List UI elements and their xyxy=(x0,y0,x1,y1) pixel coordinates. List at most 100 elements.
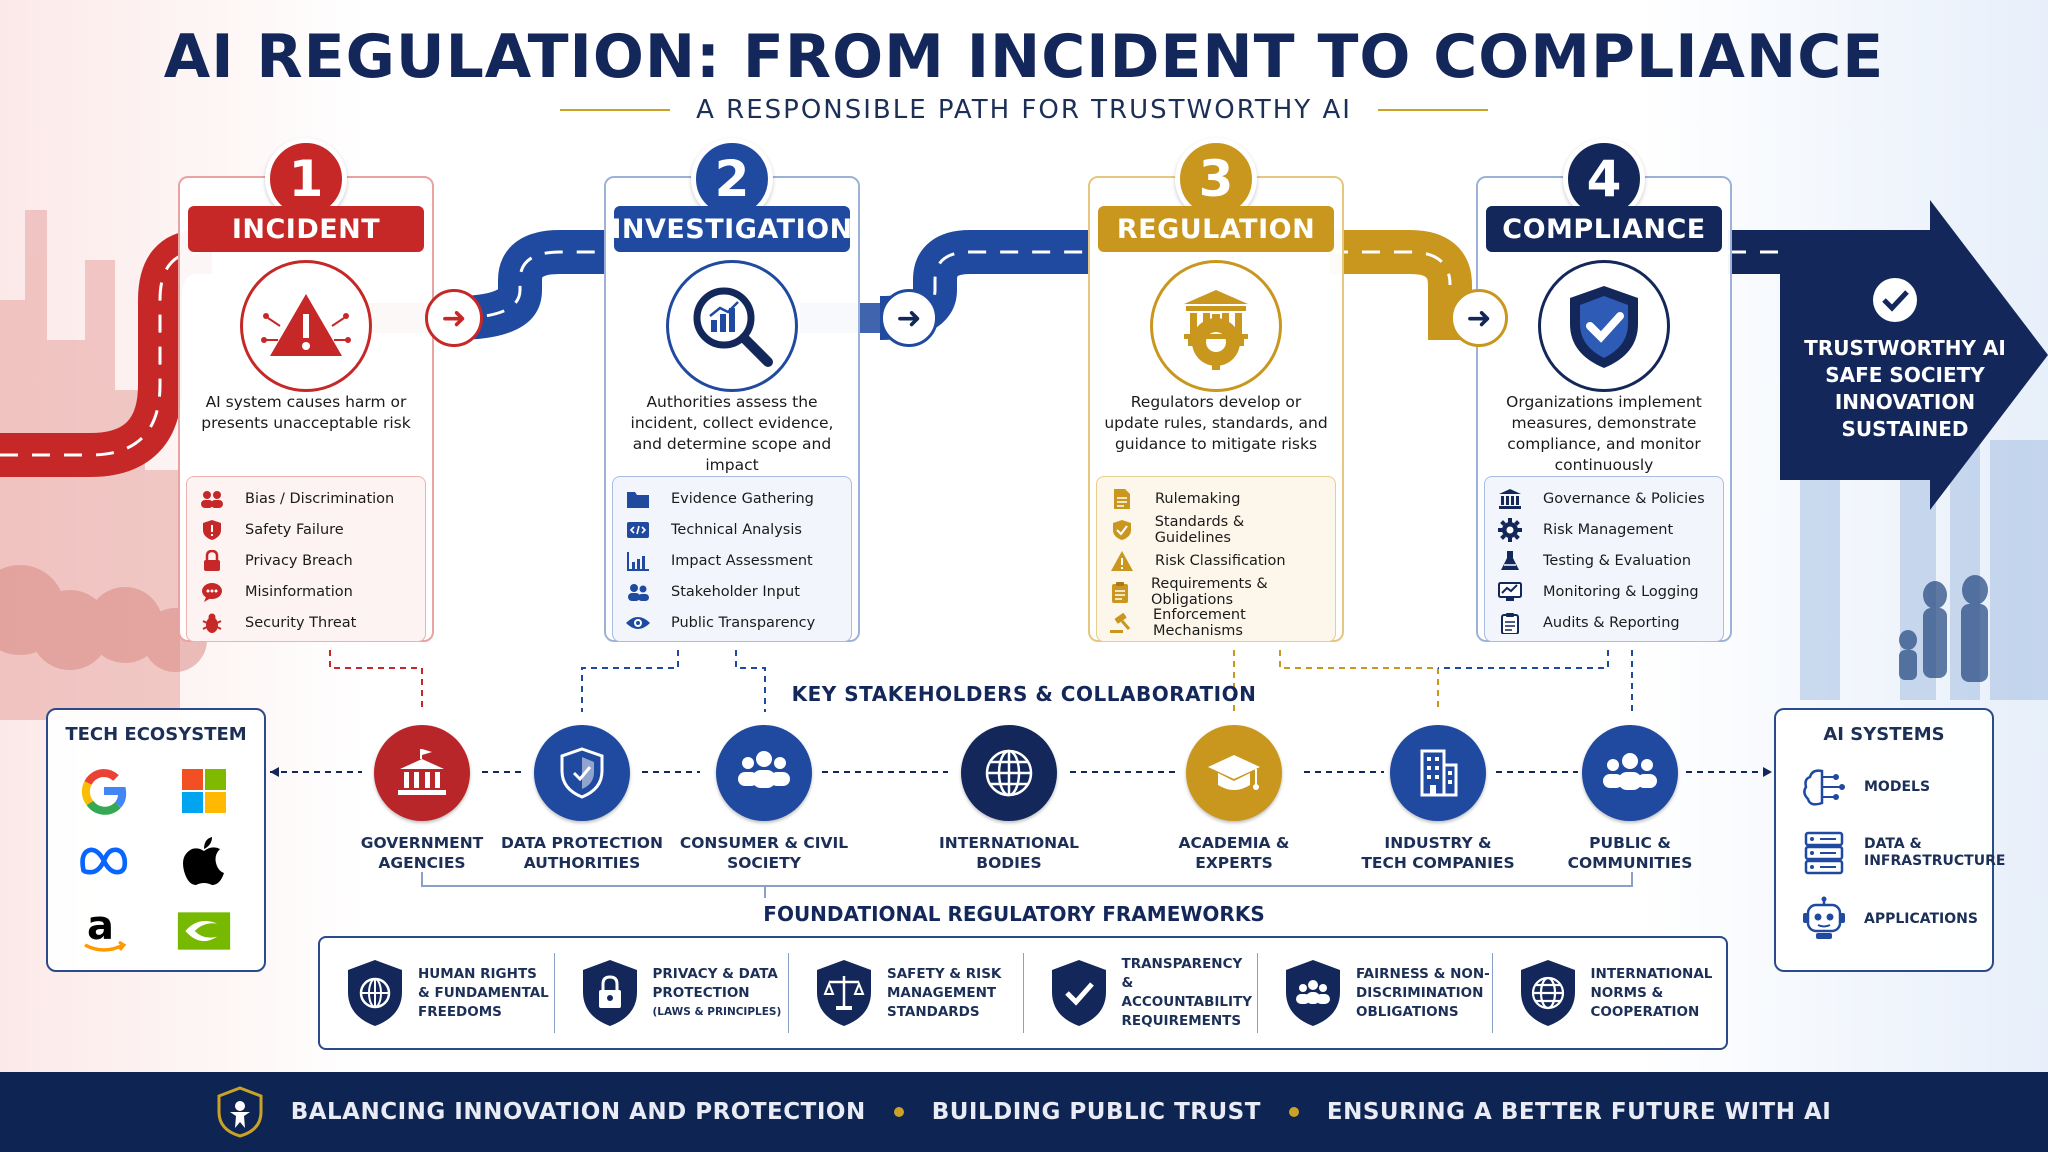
framework-item: TRANSPARENCY & ACCOUNTABILITY REQUIREMEN… xyxy=(1024,953,1258,1033)
stage-item-list: Rulemaking Standards & Guidelines Risk C… xyxy=(1096,476,1336,642)
shield-alert-icon xyxy=(199,519,225,541)
shield-check-icon xyxy=(1051,960,1106,1026)
frameworks-title: FOUNDATIONAL REGULATORY FRAMEWORKS xyxy=(763,902,1265,926)
framework-item: SAFETY & RISK MANAGEMENT STANDARDS xyxy=(789,953,1024,1033)
building-columns-icon xyxy=(1497,488,1523,510)
warning-icon xyxy=(240,260,372,392)
apple-logo xyxy=(176,833,232,889)
brain-icon xyxy=(1800,763,1848,811)
framework-item: PRIVACY & DATA PROTECTION(LAWS & PRINCIP… xyxy=(555,953,789,1033)
arrow-right-icon: ➜ xyxy=(425,289,483,347)
stakeholder-data-protection: DATA PROTECTION AUTHORITIES xyxy=(492,725,672,873)
subtitle-row: A RESPONSIBLE PATH FOR TRUSTWORTHY AI xyxy=(0,95,2048,125)
gavel-icon xyxy=(1109,612,1133,634)
bullet-dot xyxy=(1288,1107,1299,1117)
stage-description: Authorities assess the incident, collect… xyxy=(630,393,834,474)
list-item: Risk Classification xyxy=(1109,545,1323,576)
meta-logo xyxy=(76,833,132,889)
shield-icon xyxy=(534,725,630,821)
list-item: Monitoring & Logging xyxy=(1497,576,1711,607)
panel-title: AI SYSTEMS xyxy=(1823,724,1945,745)
stakeholder-label: INDUSTRY & TECH COMPANIES xyxy=(1361,834,1515,872)
microsoft-logo xyxy=(176,763,232,819)
list-item: Testing & Evaluation xyxy=(1497,545,1711,576)
office-building-icon xyxy=(1390,725,1486,821)
stage-title: COMPLIANCE xyxy=(1486,206,1722,252)
stakeholders-title: KEY STAKEHOLDERS & COLLABORATION xyxy=(791,682,1257,706)
ai-system-item: MODELS xyxy=(1800,763,1992,811)
robot-icon xyxy=(1800,895,1848,943)
clipboard-icon xyxy=(1497,612,1523,634)
flask-icon xyxy=(1497,550,1523,572)
graduation-cap-icon xyxy=(1186,725,1282,821)
stage-item-list: Governance & Policies Risk Management Te… xyxy=(1484,476,1724,642)
stakeholder-academia-experts: ACADEMIA & EXPERTS xyxy=(1144,725,1324,873)
courthouse-gear-icon xyxy=(1150,260,1282,392)
stakeholder-industry-tech: INDUSTRY & TECH COMPANIES xyxy=(1348,725,1528,873)
footer-text: ENSURING A BETTER FUTURE WITH AI xyxy=(1326,1099,1832,1125)
stakeholder-public-communities: PUBLIC & COMMUNITIES xyxy=(1540,725,1720,873)
outcome-arrow xyxy=(1780,200,2048,510)
list-item: Impact Assessment xyxy=(625,545,839,576)
ai-system-item: DATA & INFRASTRUCTURE xyxy=(1800,829,2005,877)
clipboard-icon xyxy=(1109,581,1131,603)
stakeholder-international-bodies: INTERNATIONAL BODIES xyxy=(919,725,1099,873)
stakeholder-label: PUBLIC & COMMUNITIES xyxy=(1567,834,1693,872)
shield-scales-icon xyxy=(817,960,871,1026)
list-item: Enforcement Mechanisms xyxy=(1109,607,1323,639)
stakeholder-label: INTERNATIONAL BODIES xyxy=(939,834,1079,872)
tech-ecosystem-panel: TECH ECOSYSTEM a xyxy=(46,708,266,972)
list-item: Stakeholder Input xyxy=(625,576,839,607)
outcome-text: TRUSTWORTHY AI SAFE SOCIETY INNOVATION S… xyxy=(1804,336,2006,441)
ai-system-item: APPLICATIONS xyxy=(1800,895,1992,943)
footer-text: BALANCING INNOVATION AND PROTECTION xyxy=(290,1099,866,1125)
list-item: Evidence Gathering xyxy=(625,483,839,514)
stakeholder-label: GOVERNMENT AGENCIES xyxy=(360,834,484,872)
chart-icon xyxy=(625,550,651,572)
shield-people-icon xyxy=(1286,960,1340,1026)
stage-title: INVESTIGATION xyxy=(611,206,852,252)
stage-description: Regulators develop or update rules, stan… xyxy=(1104,393,1328,453)
shield-check-icon xyxy=(1538,260,1670,392)
list-item: Requirements & Obligations xyxy=(1109,576,1323,608)
list-item: Technical Analysis xyxy=(625,514,839,545)
amazon-logo: a xyxy=(76,903,132,959)
google-logo xyxy=(76,763,132,819)
people-icon xyxy=(199,488,225,510)
list-item: Safety Failure xyxy=(199,514,413,545)
stakeholder-label: ACADEMIA & EXPERTS xyxy=(1178,834,1290,872)
stage-regulation: 3 REGULATION Regulators develop or updat… xyxy=(1088,138,1344,642)
framework-item: INTERNATIONAL NORMS & COOPERATION xyxy=(1493,953,1727,1033)
document-icon xyxy=(1109,488,1135,510)
globe-icon xyxy=(961,725,1057,821)
list-item: Audits & Reporting xyxy=(1497,607,1711,638)
shield-globe-icon xyxy=(348,960,402,1026)
stage-description: AI system causes harm or presents unacce… xyxy=(201,393,411,432)
bug-icon xyxy=(199,612,225,634)
stakeholder-consumer-civil-society: CONSUMER & CIVIL SOCIETY xyxy=(674,725,854,873)
framework-item: FAIRNESS & NON- DISCRIMINATION OBLIGATIO… xyxy=(1258,953,1493,1033)
code-icon xyxy=(625,519,651,541)
stakeholder-label: CONSUMER & CIVIL SOCIETY xyxy=(679,834,849,872)
stakeholder-label: DATA PROTECTION AUTHORITIES xyxy=(501,834,663,872)
gear-icon xyxy=(1497,517,1523,542)
footer-text: BUILDING PUBLIC TRUST xyxy=(931,1099,1261,1125)
list-item: Risk Management xyxy=(1497,514,1711,545)
lock-icon xyxy=(199,549,225,572)
shield-globe-icon xyxy=(1520,960,1575,1026)
list-item: Bias / Discrimination xyxy=(199,483,413,514)
eye-icon xyxy=(625,612,651,634)
warning-icon xyxy=(1109,550,1135,572)
list-item: Public Transparency xyxy=(625,607,839,638)
stage-title: INCIDENT xyxy=(188,206,424,252)
magnifier-chart-icon xyxy=(666,260,798,392)
list-item: Standards & Guidelines xyxy=(1109,514,1323,546)
page-subtitle: A RESPONSIBLE PATH FOR TRUSTWORTHY AI xyxy=(696,95,1352,125)
shield-lock-icon xyxy=(582,960,637,1026)
list-item: Governance & Policies xyxy=(1497,483,1711,514)
frameworks-box: HUMAN RIGHTS & FUNDAMENTAL FREEDOMS PRIV… xyxy=(318,936,1728,1050)
list-item: Privacy Breach xyxy=(199,545,413,576)
speech-bubble-icon xyxy=(199,581,225,603)
ai-systems-panel: AI SYSTEMS MODELS DATA & INFRASTRUCTURE … xyxy=(1774,708,2005,972)
